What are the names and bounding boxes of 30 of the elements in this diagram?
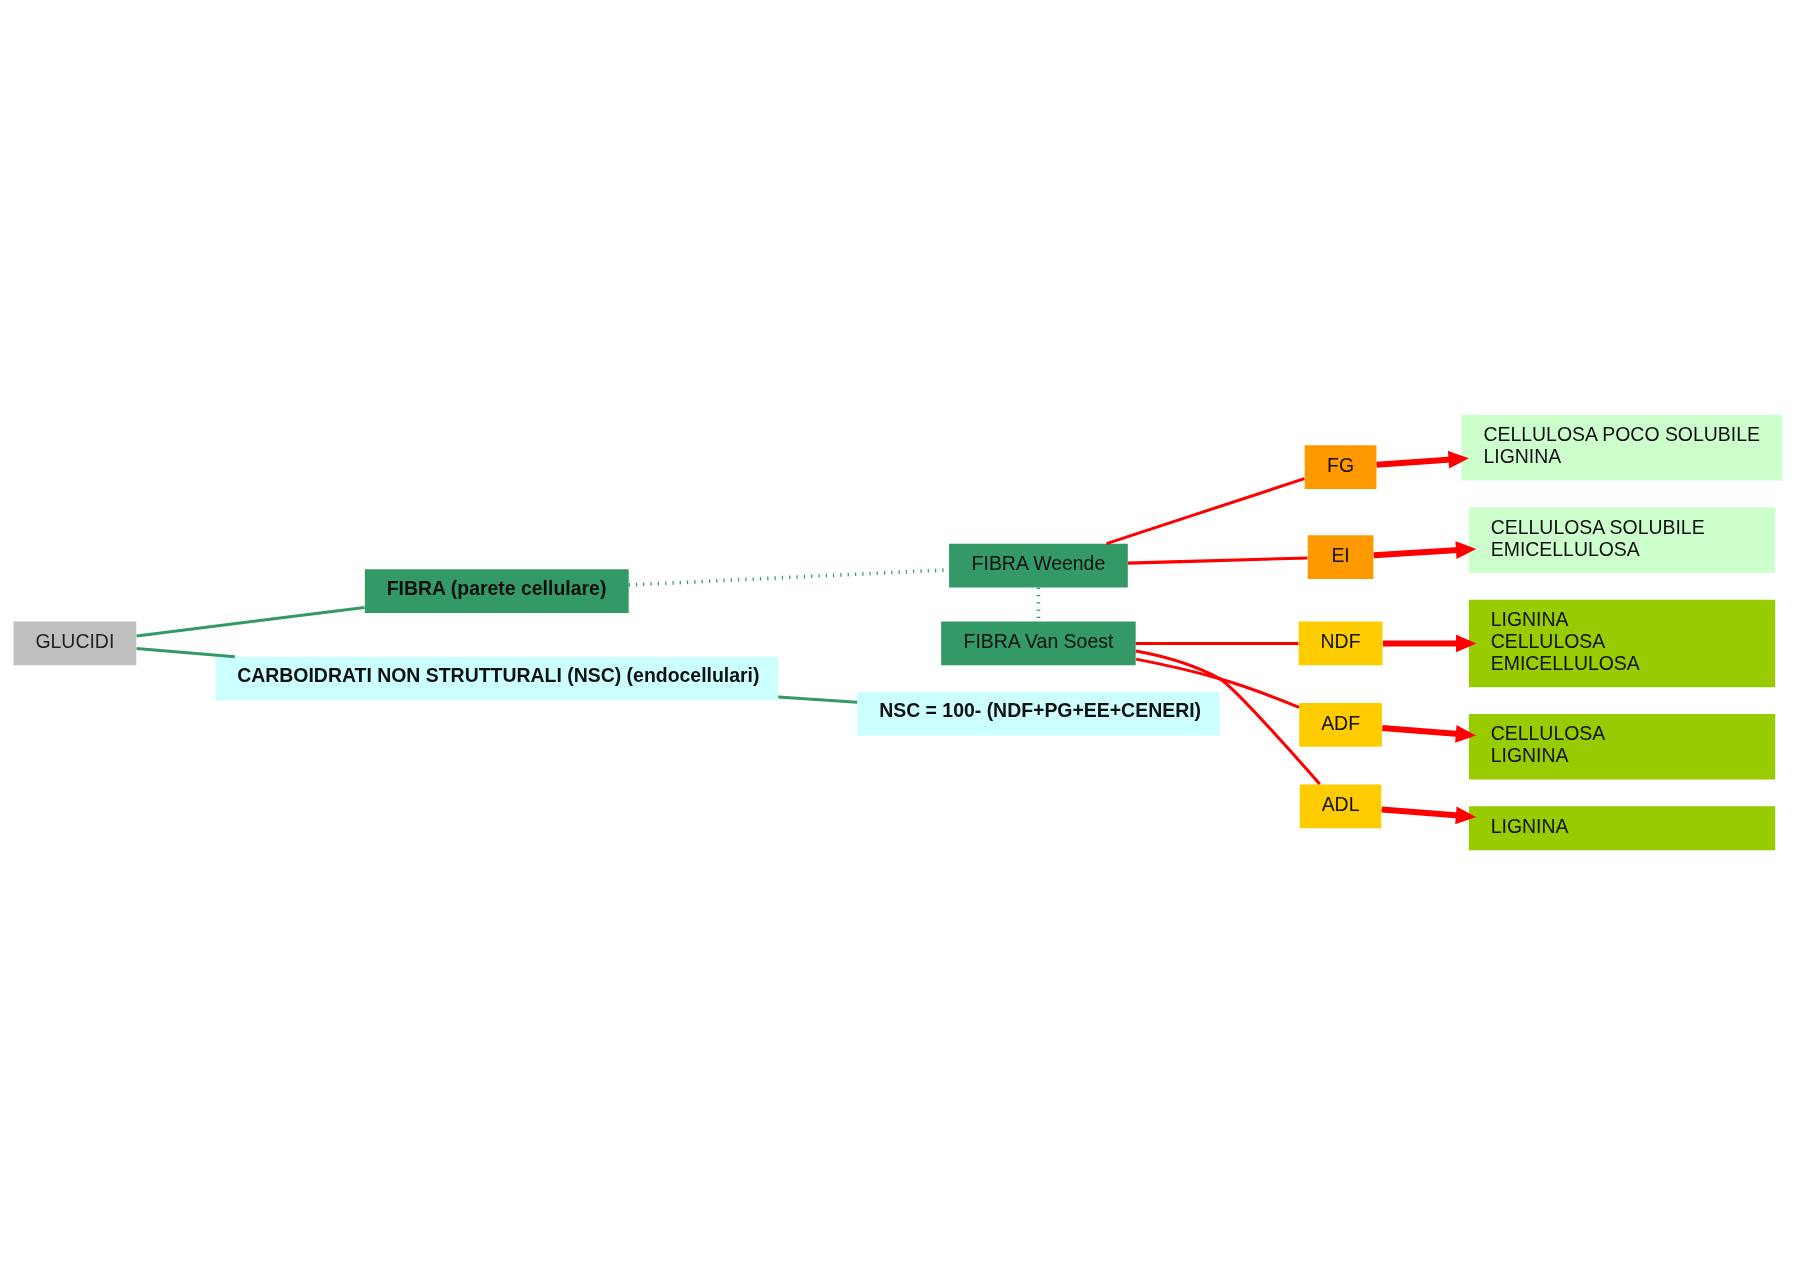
connector bbox=[1106, 476, 1305, 545]
connector bbox=[1135, 649, 1321, 785]
connector bbox=[1135, 641, 1299, 645]
connector bbox=[136, 646, 235, 658]
connector bbox=[1036, 587, 1041, 621]
connector bbox=[778, 695, 858, 704]
arrow bbox=[1373, 540, 1477, 559]
node-box: GLUCIDI bbox=[13, 621, 137, 665]
arrow bbox=[1382, 724, 1477, 743]
node-box: CELLULOSA LIGNINA bbox=[1468, 713, 1776, 780]
node-box: LIGNINA bbox=[1468, 805, 1776, 850]
arrow bbox=[1381, 805, 1477, 824]
node-box: CELLULOSA SOLUBILE EMICELLULOSA bbox=[1468, 506, 1776, 573]
node-box: LIGNINA CELLULOSA EMICELLULOSA bbox=[1468, 599, 1776, 687]
node-box: NSC = 100- (NDF+PG+EE+CENERI) bbox=[857, 691, 1220, 736]
connector bbox=[1127, 556, 1308, 565]
connector bbox=[136, 605, 365, 637]
node-box: FIBRA Van Soest bbox=[941, 621, 1136, 665]
node-box: NDF bbox=[1298, 621, 1383, 665]
node-box: CELLULOSA POCO SOLUBILE LIGNINA bbox=[1461, 414, 1783, 480]
node-box: CARBOIDRATI NON STRUTTURALI (NSC) (endocellulari) bbox=[215, 656, 779, 701]
connector bbox=[1135, 657, 1300, 709]
node-box: FIBRA Weende bbox=[949, 543, 1128, 587]
arrow bbox=[1376, 450, 1469, 469]
node-box: ADF bbox=[1299, 702, 1382, 747]
node-box: FIBRA (parete cellulare) bbox=[364, 568, 629, 613]
node-box: ADL bbox=[1299, 784, 1382, 828]
node-box: FG bbox=[1304, 444, 1377, 489]
node-box: EI bbox=[1307, 534, 1374, 579]
arrow bbox=[1382, 634, 1477, 652]
